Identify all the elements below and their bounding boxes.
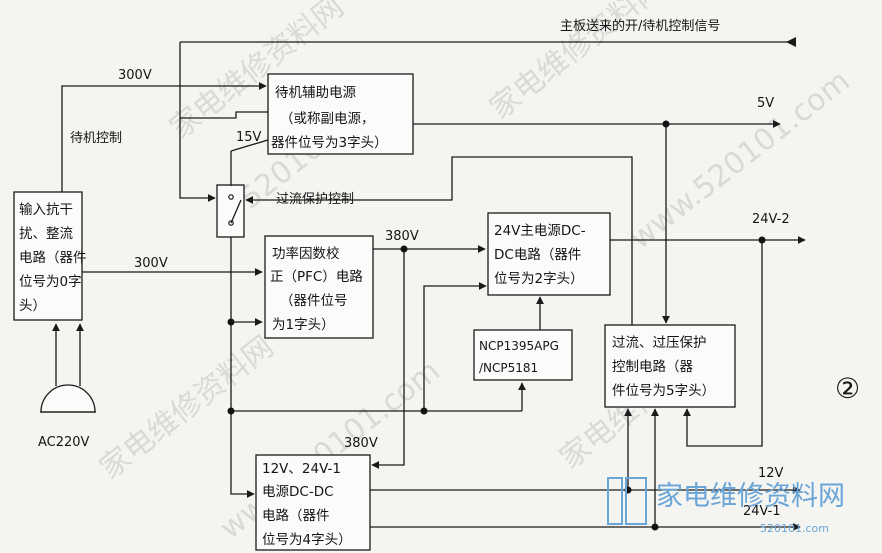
input-filter-line5: 头） — [19, 298, 46, 314]
block-dcdc-12v-24v1: 12V、24V-1 电源DC-DC 电路（器件 位号为4字头） — [255, 454, 371, 551]
watermark-site-1: www.520101.com — [623, 63, 856, 256]
main-dcdc-line1: 24V主电源DC- — [494, 223, 586, 239]
wire-15v — [230, 139, 269, 152]
wire-vcc-to-24v — [423, 282, 487, 411]
input-filter-line4: 位号为0字 — [19, 274, 82, 290]
standby-power-line1: 待机辅助电源 — [275, 85, 356, 101]
v12-label: 12V — [758, 466, 784, 481]
ac-input-label: AC220V — [38, 435, 90, 450]
mainboard-control-label: 主板送来的开/待机控制信号 — [560, 18, 720, 34]
v24-2-label: 24V-2 — [752, 212, 790, 227]
pfc-line2: 正（PFC）电路 — [270, 269, 363, 285]
site-logo-text: 家电维修资料网 — [656, 481, 845, 512]
site-logo-url: 520101.com — [760, 522, 829, 535]
pfc-line3: （器件位号 — [280, 293, 348, 309]
v380-upper-label: 380V — [385, 229, 419, 244]
overcurrent-control-label: 过流保护控制 — [276, 192, 354, 207]
standby-control-label: 待机控制 — [70, 131, 122, 146]
input-filter-line2: 扰、整流 — [19, 226, 73, 242]
dcdc-12v-line4: 位号为4字头） — [262, 532, 352, 548]
block-main-dcdc-24v: 24V主电源DC- DC电路（器件 位号为2字头） — [487, 212, 611, 296]
ac-plug-icon: AC220V — [38, 323, 96, 450]
standby-power-line2: （或称副电源， — [280, 111, 375, 127]
block-input-filter: 输入抗干 扰、整流 电路（器件 位号为0字 头） — [13, 191, 87, 321]
wire-380v-to-12v — [371, 249, 405, 469]
pfc-line1: 功率因数校 — [272, 245, 340, 262]
wire-300v-to-standby — [61, 82, 267, 192]
v15-label: 15V — [236, 130, 262, 145]
control-wire-to-switch — [179, 42, 216, 202]
figure-number: ② — [835, 372, 860, 405]
protection-line2: 控制电路（器 — [612, 359, 693, 375]
watermark-layer: 家电维修资料网 家电维修资料网 家电维修资料网 家电维修资料网 www.5201… — [93, 0, 856, 546]
watermark-brand-3: 家电维修资料网 — [93, 329, 280, 486]
v380-lower-label: 380V — [344, 436, 378, 451]
block-pfc: 功率因数校 正（PFC）电路 （器件位号 为1字头） — [264, 235, 374, 339]
wire-overcurrent — [245, 156, 633, 325]
wire-standby-ctrl — [180, 111, 268, 119]
v5-label: 5V — [757, 96, 774, 111]
standby-power-line3: 器件位号为3字头） — [271, 135, 388, 151]
dcdc-12v-line1: 12V、24V-1 — [262, 461, 341, 477]
block-protection: 过流、过压保护 控制电路（器 件位号为5字头） — [604, 324, 736, 408]
block-standby-power: 待机辅助电源 （或称副电源， 器件位号为3字头） — [267, 73, 414, 155]
input-filter-line1: 输入抗干 — [19, 202, 73, 218]
controller-ic-line1: NCP1395APG — [479, 339, 559, 353]
wire-24v2-feedback — [683, 240, 763, 447]
main-dcdc-line3: 位号为2字头） — [494, 271, 584, 287]
protection-line1: 过流、过压保护 — [612, 335, 707, 351]
input-filter-line3: 电路（器件 — [19, 250, 87, 266]
protection-line3: 件位号为5字头） — [612, 383, 715, 399]
site-logo: 家电维修资料网 520101.com — [607, 477, 845, 535]
block-controller-ic: NCP1395APG /NCP5181 — [473, 329, 573, 381]
dcdc-12v-line2: 电源DC-DC — [262, 484, 334, 500]
main-dcdc-line2: DC电路（器件 — [494, 247, 581, 263]
controller-ic-line2: /NCP5181 — [479, 361, 538, 375]
pfc-line4: 为1字头） — [272, 317, 335, 333]
v300-mid-label: 300V — [134, 256, 168, 271]
v300-top-label: 300V — [118, 68, 152, 83]
standby-switch — [216, 184, 245, 238]
dcdc-12v-line3: 电路（器件 — [262, 508, 330, 524]
control-arrow-icon — [786, 37, 796, 47]
mainboard-control-signal: 主板送来的开/待机控制信号 — [179, 18, 796, 202]
v24-1-label: 24V-1 — [743, 504, 781, 519]
